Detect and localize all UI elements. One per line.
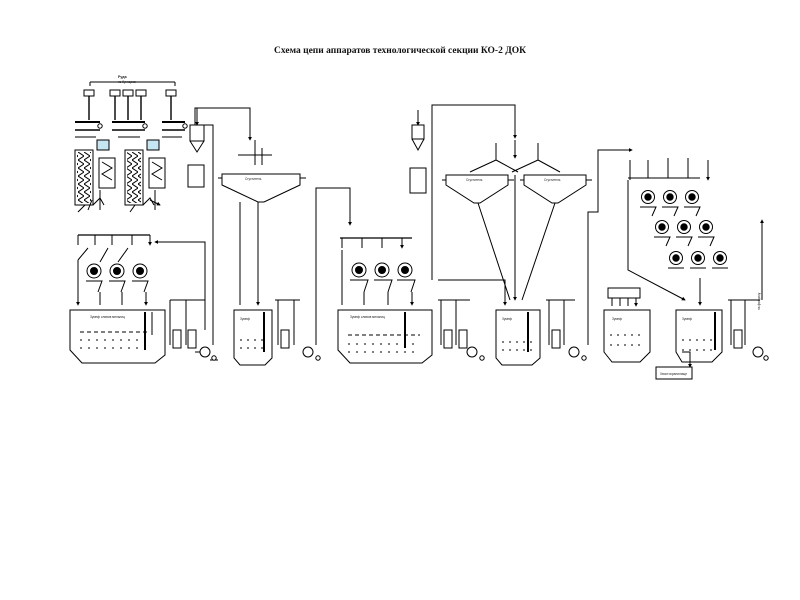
sump4-label: Зумпф [502,317,512,321]
thickener3-label: Сгуститель [544,178,561,182]
tailings-label: Хвостохранилище [660,372,687,376]
sump-3 [337,309,433,364]
thickener-3 [520,174,592,204]
sump1-label: Зумпф сливов мельниц [90,315,125,319]
hydrocyclone-1 [187,108,205,188]
sump-2 [233,309,273,366]
filter-block [607,287,641,306]
thickener1-label: Сгуститель [245,177,262,181]
right-vertical-label: на фабрику [757,292,761,310]
sump5-label: Зумпф [682,317,692,321]
pump-3 [431,104,517,361]
thickener-2 [442,174,514,204]
sump-5 [675,309,723,363]
sump-4 [495,309,541,366]
spiral-classifier-2 [124,149,155,206]
sump6-label: Зумпф [612,317,622,321]
tailings-box [655,351,693,380]
sump-1 [69,309,166,364]
mill-group-2 [340,237,415,305]
pump-4 [546,148,633,361]
ore-bins-group [75,81,188,138]
screen-unit-2 [146,139,166,189]
sump2-label: Зумпф [240,317,250,321]
pump-5 [728,219,769,361]
spiral-classifier-1 [74,149,105,206]
mill-group-1 [76,234,150,305]
screen-unit-1 [96,139,116,189]
pump-2 [275,187,352,361]
sump3-label: Зумпф сливов мельниц [350,315,385,319]
diagram-title: Схема цепи аппаратов технологической сек… [273,46,527,56]
sump-6 [603,309,651,363]
thickener2-label: Сгуститель [466,178,483,182]
flotation-cells [627,158,728,306]
ore-bins-label: Руда [118,75,128,79]
pump-1 [154,107,252,361]
hydrocyclone-2 [409,110,427,194]
ore-bins-sublabel: из бункеров [118,80,136,84]
thickener-1 [218,140,306,305]
